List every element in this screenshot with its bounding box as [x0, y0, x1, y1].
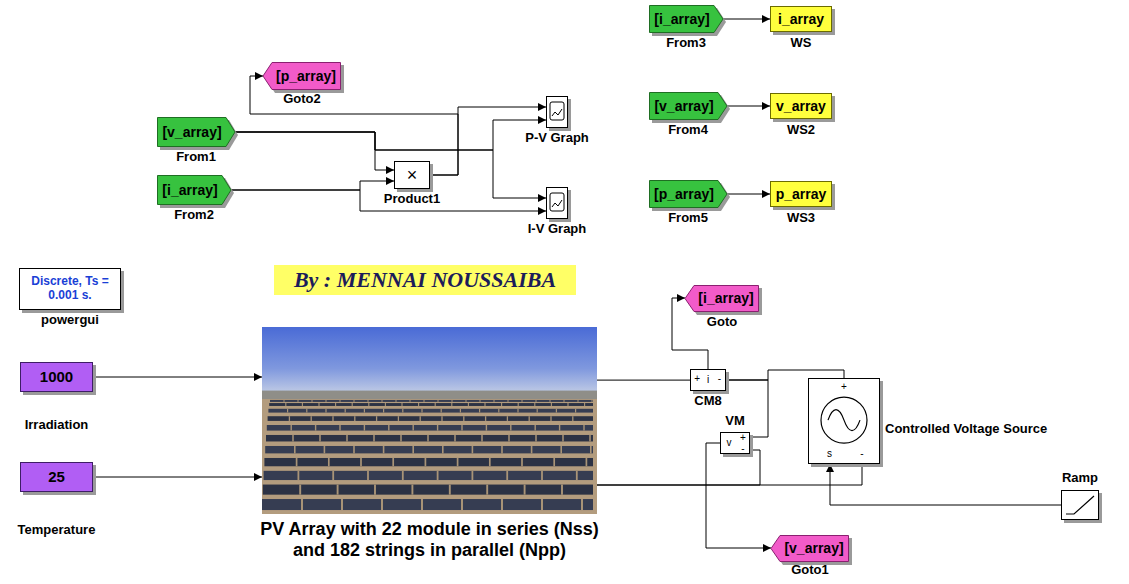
signal-tag: v_array	[776, 98, 826, 114]
block-outline	[262, 327, 597, 514]
port-sign: +	[694, 374, 700, 384]
signal-line	[231, 181, 394, 190]
from-block: [p_array]From5	[649, 180, 727, 208]
constant-value: 1000	[40, 368, 73, 385]
solver-setting: Discrete, Ts = 0.001 s.	[24, 275, 116, 303]
constant-block: 25Temperature	[20, 462, 93, 492]
block-name: I-V Graph	[528, 222, 587, 237]
signal-tag: [v_array]	[162, 124, 221, 140]
signal-tag: p_array	[776, 186, 827, 202]
block-name: Product1	[384, 192, 440, 207]
signal-tag: [p_array]	[276, 68, 336, 84]
powergui-block: Discrete, Ts = 0.001 s.powergui	[19, 268, 121, 310]
workspace-block: p_arrayWS3	[770, 181, 832, 207]
ramp-block: Ramp	[1061, 490, 1099, 520]
block-name: From1	[176, 150, 216, 165]
workspace-block: i_arrayWS	[770, 6, 832, 32]
port-sign: s	[827, 449, 832, 459]
goto-block: [i_array]Goto	[685, 285, 759, 312]
voltage-source-block: Controlled Voltage Source+s-	[808, 378, 880, 464]
block-name: Controlled Voltage Source	[885, 422, 1047, 437]
port-sign: +	[740, 433, 746, 443]
block-name: CM8	[694, 394, 721, 409]
block-name: Ramp	[1062, 471, 1098, 486]
port-sign: -	[718, 374, 721, 384]
block-name: Goto	[707, 315, 737, 330]
current-meter-block: +i-CM8	[690, 369, 726, 391]
block-outline	[546, 96, 568, 128]
port-sign: +	[841, 382, 847, 392]
block-caption: PV Array with 22 module in series (Nss) …	[255, 519, 605, 560]
signal-tag: [i_array]	[654, 11, 709, 27]
port-sign: -	[741, 444, 744, 454]
block-name: VM	[725, 414, 745, 429]
block-name: From5	[668, 211, 708, 226]
power-line	[726, 380, 768, 437]
power-line	[597, 464, 862, 485]
block-outline	[1061, 490, 1099, 520]
signal-line	[723, 19, 770, 20]
block-name: Temperature	[18, 523, 96, 538]
signal-line	[231, 190, 546, 211]
signal-line	[235, 120, 546, 150]
goto-block: [p_array]Goto2	[263, 62, 341, 90]
scope-block: P-V Graph	[546, 96, 568, 128]
signal-line	[93, 477, 262, 478]
signal-tag: [p_array]	[654, 186, 714, 202]
from-block: [i_array]From3	[649, 5, 723, 33]
block-name: From3	[666, 36, 706, 51]
product-block: ×Product1	[394, 161, 430, 189]
signal-line	[93, 377, 262, 378]
scope-block: I-V Graph	[546, 187, 568, 219]
block-name: P-V Graph	[525, 131, 589, 146]
signal-tag: i_array	[778, 11, 824, 27]
pv-array-block: PV Array with 22 module in series (Nss) …	[262, 327, 597, 514]
signal-line	[235, 132, 394, 170]
block-name: WS2	[787, 123, 815, 138]
signal-tag: [i_array]	[698, 290, 753, 306]
from-block: [i_array]From2	[157, 175, 231, 205]
signal-line	[830, 464, 1061, 505]
signal-line	[727, 194, 770, 195]
goto-block: [v_array]Goto1	[771, 535, 849, 562]
port-sign: -	[860, 449, 863, 459]
block-name: Goto2	[283, 92, 321, 107]
operator-symbol: ×	[407, 165, 418, 186]
from-block: [v_array]From1	[157, 117, 235, 147]
block-name: Goto1	[791, 563, 829, 578]
signal-line	[235, 132, 546, 198]
block-name: From2	[174, 208, 214, 223]
constant-value: 25	[48, 468, 65, 485]
author-note: By : MENNAI NOUSSAIBA	[274, 265, 576, 295]
from-block: [v_array]From4	[649, 92, 727, 120]
block-name: WS	[791, 36, 812, 51]
voltage-meter-block: VMv+-	[720, 432, 750, 454]
block-name: powergui	[41, 313, 99, 328]
block-outline	[546, 187, 568, 219]
power-line	[597, 380, 690, 381]
port-sign: i	[707, 375, 709, 385]
signal-line	[727, 106, 770, 107]
block-name: From4	[668, 123, 708, 138]
workspace-block: v_arrayWS2	[770, 93, 832, 119]
port-sign: v	[727, 438, 732, 448]
block-name: WS3	[787, 211, 815, 226]
block-name: Irradiation	[25, 418, 89, 433]
signal-tag: [i_array]	[162, 182, 217, 198]
signal-tag: [v_array]	[654, 98, 713, 114]
signal-tag: [v_array]	[784, 540, 843, 556]
constant-block: 1000Irradiation	[20, 362, 93, 392]
signal-line	[706, 443, 771, 548]
